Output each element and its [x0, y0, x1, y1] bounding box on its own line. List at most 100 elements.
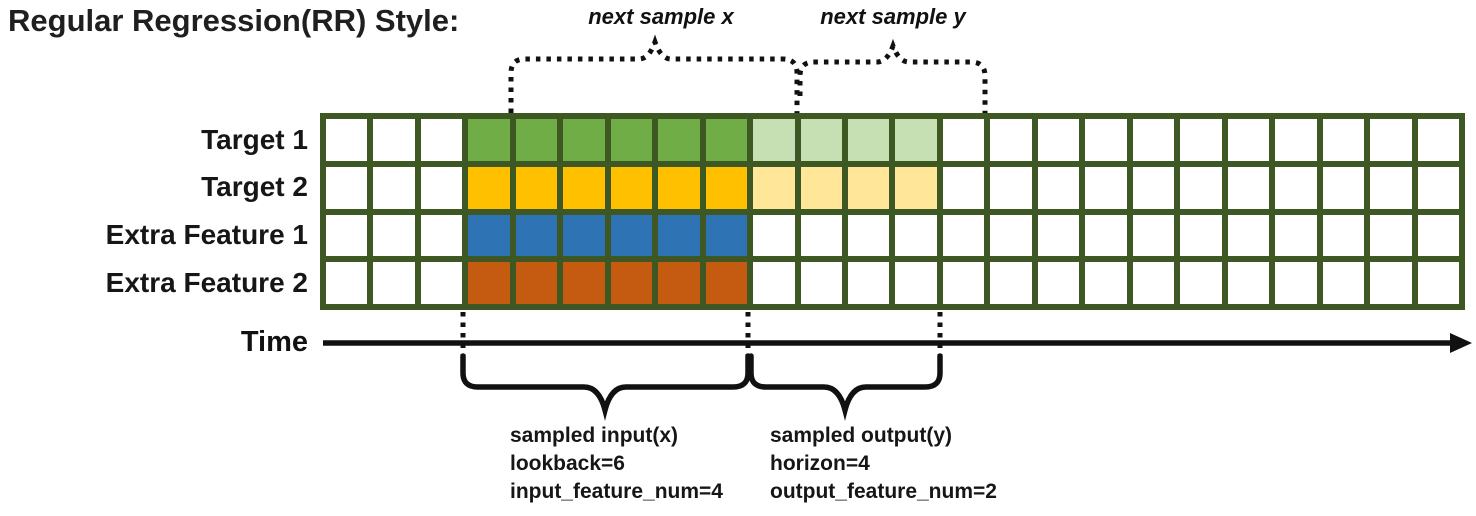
sampled-output-brace [748, 353, 943, 421]
grid-cell [373, 214, 415, 257]
grid-cell [1275, 214, 1317, 257]
grid-cell [1275, 166, 1317, 209]
time-axis-arrowhead [1450, 333, 1472, 353]
grid-cell [468, 262, 510, 304]
grid-cell [610, 214, 653, 257]
grid-cell [515, 166, 558, 209]
grid-cell [1180, 119, 1222, 161]
grid-cell [515, 214, 558, 257]
grid-cell [1037, 262, 1080, 304]
grid-cell [1275, 119, 1317, 161]
grid-cell [1132, 119, 1175, 161]
grid-cell [800, 166, 843, 209]
grid-cell [1417, 119, 1459, 161]
grid-cell [468, 119, 510, 161]
sampled-input-title: sampled input(x) [510, 424, 679, 447]
grid-cell [848, 262, 890, 304]
grid-cell [800, 214, 843, 257]
grid-cell [373, 119, 415, 161]
output-feature-num-value: output_feature_num=2 [770, 480, 997, 503]
grid-cell [942, 166, 985, 209]
grid-cell [942, 214, 985, 257]
grid-cell [895, 214, 937, 257]
grid-cell [705, 262, 748, 304]
grid-cell [1322, 166, 1365, 209]
next-sample-x-brace [508, 34, 800, 113]
grid-cell [468, 166, 510, 209]
grid-cell [1227, 119, 1270, 161]
grid-cell [942, 262, 985, 304]
grid-cell [373, 166, 415, 209]
grid-cell [420, 214, 463, 257]
grid-cell [1322, 214, 1365, 257]
grid-cell [373, 262, 415, 304]
grid-cell [848, 214, 890, 257]
grid-cell [420, 119, 463, 161]
grid-cell [1037, 166, 1080, 209]
grid-cell [1037, 119, 1080, 161]
grid-cell [705, 119, 748, 161]
grid-cell [705, 214, 748, 257]
grid-cell [753, 119, 795, 161]
grid-cell [990, 166, 1032, 209]
grid-cell [753, 214, 795, 257]
grid-cell [753, 262, 795, 304]
grid-cell [800, 119, 843, 161]
grid-cell [610, 119, 653, 161]
grid-cell [1180, 214, 1222, 257]
grid-cell [326, 262, 368, 304]
grid-cell [658, 119, 700, 161]
grid-cell [1227, 166, 1270, 209]
row-label-target-1: Target 1 [201, 124, 308, 155]
grid-cell [468, 214, 510, 257]
next-sample-y-brace [797, 38, 988, 113]
grid-cell [658, 166, 700, 209]
lookback-value: lookback=6 [510, 452, 625, 475]
horizon-value: horizon=4 [770, 452, 870, 475]
grid-cell [1085, 166, 1127, 209]
grid-cell [1370, 214, 1412, 257]
grid-cell [420, 166, 463, 209]
page-title: Regular Regression(RR) Style: [8, 3, 460, 38]
grid-cell [990, 119, 1032, 161]
grid-cell [1227, 214, 1270, 257]
time-axis-label: Time [240, 326, 308, 358]
row-label-extra-feature-1: Extra Feature 1 [105, 219, 308, 250]
grid-cell [800, 262, 843, 304]
sampled-input-note: sampled input(x) lookback=6 input_featur… [510, 422, 723, 506]
grid-cell [1132, 214, 1175, 257]
grid-cell [610, 262, 653, 304]
grid-cell [1180, 262, 1222, 304]
grid-cell [990, 214, 1032, 257]
grid-cell [1417, 214, 1459, 257]
grid-cell [942, 119, 985, 161]
grid-cell [895, 262, 937, 304]
grid-cell [1275, 262, 1317, 304]
grid-cell [326, 214, 368, 257]
grid-cell [1417, 262, 1459, 304]
grid-cell [1180, 166, 1222, 209]
grid-cell [848, 119, 890, 161]
grid-cell [515, 119, 558, 161]
grid-cell [658, 262, 700, 304]
grid-cell [1370, 119, 1412, 161]
input-feature-num-value: input_feature_num=4 [510, 480, 723, 503]
grid-cell [895, 119, 937, 161]
grid-cell [1085, 262, 1127, 304]
grid-cell [563, 262, 605, 304]
grid-cell [1417, 166, 1459, 209]
grid-cell [895, 166, 937, 209]
grid-cell [1085, 119, 1127, 161]
grid-cell [563, 166, 605, 209]
next-sample-x-label: next sample x [588, 4, 734, 29]
grid-cell [1322, 119, 1365, 161]
sampled-input-brace [460, 353, 751, 421]
grid-cell [990, 262, 1032, 304]
grid-cell [326, 119, 368, 161]
grid-cell [848, 166, 890, 209]
next-sample-y-label: next sample y [820, 4, 966, 29]
grid-cell [1132, 166, 1175, 209]
grid-cell [1322, 262, 1365, 304]
grid-cell [1132, 262, 1175, 304]
